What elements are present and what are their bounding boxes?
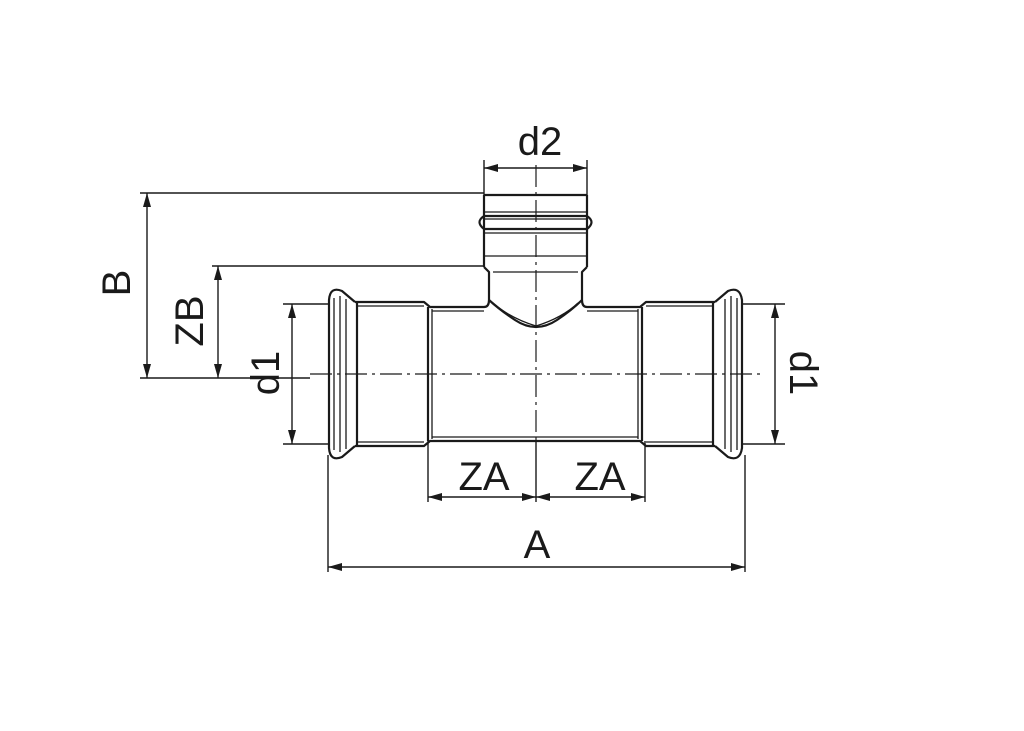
label-zb: ZB <box>168 295 212 346</box>
label-d1-left: d1 <box>244 351 288 396</box>
label-d1-right: d1 <box>781 351 825 396</box>
label-a: A <box>524 523 551 567</box>
label-za-right: ZA <box>574 455 625 499</box>
label-b: B <box>95 270 139 297</box>
extension-lines <box>140 160 785 572</box>
label-d2: d2 <box>518 120 563 164</box>
label-za-left: ZA <box>458 455 509 499</box>
